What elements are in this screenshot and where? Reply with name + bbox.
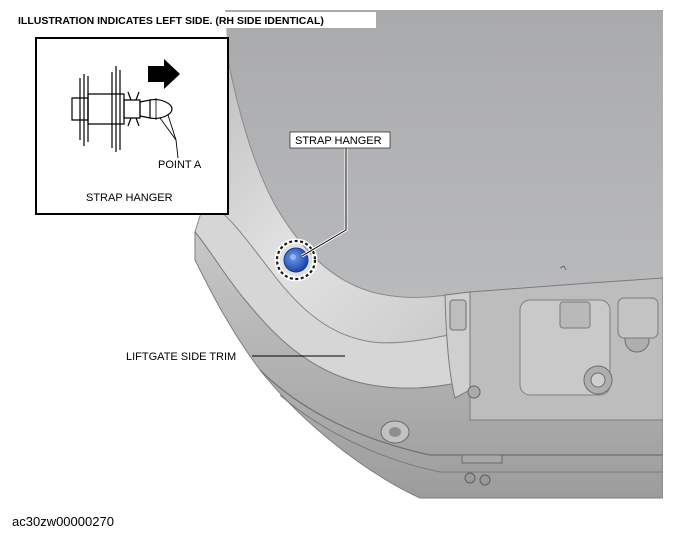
liftgate-inner-panel	[225, 10, 663, 298]
direction-arrow-icon	[148, 59, 180, 89]
strap-hanger-detail-drawing	[71, 66, 173, 152]
strap-hanger-clip	[283, 247, 309, 273]
liftgate-side-trim-callout: LIFTGATE SIDE TRIM	[126, 351, 236, 363]
strap-hanger-callout: STRAP HANGER	[295, 135, 382, 147]
figure-code: ac30zw00000270	[12, 514, 114, 529]
inset-caption: STRAP HANGER	[86, 192, 173, 204]
point-a-label: POINT A	[158, 159, 202, 171]
strap-hanger-highlight	[274, 238, 318, 282]
header-note: ILLUSTRATION INDICATES LEFT SIDE. (RH SI…	[18, 15, 324, 27]
inset-detail: POINT A STRAP HANGER	[35, 37, 229, 215]
